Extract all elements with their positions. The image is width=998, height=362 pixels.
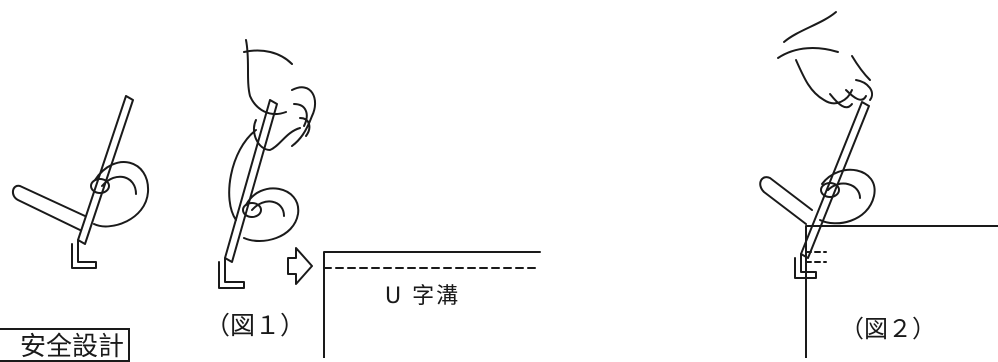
safety-design-stamp: 安全設計 — [0, 328, 130, 362]
arrow-right-icon — [287, 247, 313, 285]
u-groove-label: U 字溝 — [385, 284, 461, 309]
lifting-hook-icon — [759, 101, 876, 279]
lifting-hook-icon — [218, 99, 300, 289]
u-groove-block — [323, 251, 541, 358]
figure-2-caption: （図２） — [840, 315, 936, 343]
lifting-hook-icon — [12, 95, 150, 269]
hand-icon — [777, 11, 874, 109]
u-groove-block — [805, 225, 998, 358]
figure-1-caption: （図１） — [205, 311, 306, 340]
hand-icon — [243, 39, 317, 151]
safety-design-label: 安全設計 — [19, 332, 124, 362]
